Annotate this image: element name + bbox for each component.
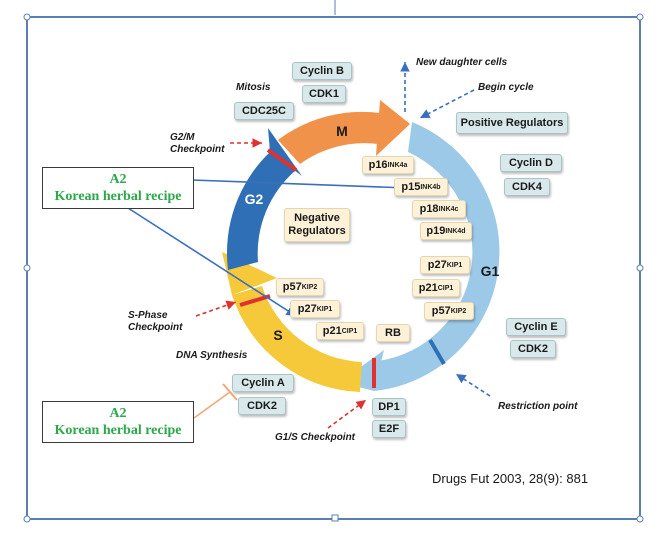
cdk4-box: CDK4 <box>504 178 550 196</box>
herbal-bottom-line2: Korean herbal recipe <box>54 423 182 438</box>
sphase-checkpoint-label: S-Phase Checkpoint <box>128 310 182 334</box>
g2m-line1: G2/M <box>170 132 195 143</box>
phase-g1-label: G1 <box>481 263 500 279</box>
sphase-line1: S-Phase <box>128 310 168 321</box>
positive-regulators-box: Positive Regulators <box>456 112 568 134</box>
herbal-recipe-box-top: A2 Korean herbal recipe <box>42 167 194 209</box>
herbal-recipe-box-bottom: A2 Korean herbal recipe <box>42 401 194 443</box>
s-arc <box>232 286 362 392</box>
citation: Drugs Fut 2003, 28(9): 881 <box>432 471 589 486</box>
g2-arc <box>226 152 296 270</box>
g2-arrowhead <box>268 128 302 176</box>
dna-synthesis-label: DNA Synthesis <box>176 350 248 361</box>
sphase-arrow <box>195 300 237 317</box>
g2m-checkpoint-bar <box>266 148 298 172</box>
g2m-checkpoint-label: G2/M Checkpoint <box>170 132 224 156</box>
cyclin-e-box: Cyclin E <box>506 318 566 336</box>
e2f-box: E2F <box>372 420 406 438</box>
cyclin-d-box: Cyclin D <box>500 154 562 172</box>
herbal-arrow-p15 <box>191 179 409 193</box>
herbal-arrow-p27 <box>127 207 297 317</box>
g1-arc <box>374 122 500 391</box>
restriction-arrow <box>455 373 491 397</box>
phase-m-label: M <box>336 123 348 139</box>
herbal-inhibit-line <box>193 391 231 419</box>
negative-line2: Regulators <box>288 225 346 237</box>
herbal-inhibit-bar <box>222 383 238 401</box>
negative-line1: Negative <box>294 212 340 224</box>
mitosis-label: Mitosis <box>236 82 271 93</box>
frame-handles <box>23 13 644 523</box>
m-arc <box>278 111 380 164</box>
negative-regulators-box: Negative Regulators <box>284 208 350 242</box>
cyclin-a-box: Cyclin A <box>232 374 294 392</box>
begin-cycle-arrow <box>419 89 475 119</box>
phase-s-label: S <box>273 327 282 343</box>
restriction-bar <box>428 338 446 366</box>
sphase-line2: Checkpoint <box>128 322 183 333</box>
cdk2-a-box: CDK2 <box>238 397 286 415</box>
g2m-line2: Checkpoint <box>170 144 225 155</box>
herbal-top-line2: Korean herbal recipe <box>54 189 182 204</box>
g1s-checkpoint-label: G1/S Checkpoint <box>275 432 356 443</box>
herbal-top-line1: A2 <box>109 172 127 187</box>
new-daughter-cells-label: New daughter cells <box>416 57 508 68</box>
begin-cycle-label: Begin cycle <box>478 82 534 93</box>
restriction-point-label: Restriction point <box>498 401 578 412</box>
phase-g2-label: G2 <box>245 191 264 207</box>
s-checkpoint-bar <box>239 294 271 307</box>
cdk1-box: CDK1 <box>302 85 346 103</box>
cdc25c-box: CDC25C <box>234 102 294 120</box>
herbal-bottom-line1: A2 <box>109 406 127 421</box>
cyclin-b-box: Cyclin B <box>292 62 352 80</box>
m-arrowhead <box>376 100 410 156</box>
dp1-box: DP1 <box>372 398 406 416</box>
cdk2-e-box: CDK2 <box>510 340 556 358</box>
rb-box: RB <box>376 324 410 342</box>
g1s-arrow <box>327 399 367 429</box>
